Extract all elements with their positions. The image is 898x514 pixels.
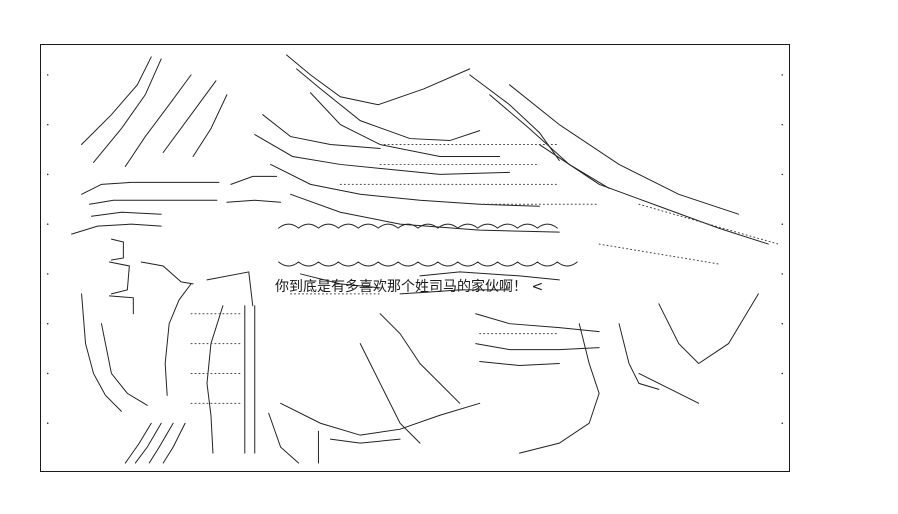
artwork-frame: 你到底是有多喜欢那个姓司马的家伙啊！ < xyxy=(40,44,790,472)
ascii-art-illustration-icon xyxy=(46,54,784,464)
dialogue-caption: 你到底是有多喜欢那个姓司马的家伙啊！ < xyxy=(275,279,544,295)
